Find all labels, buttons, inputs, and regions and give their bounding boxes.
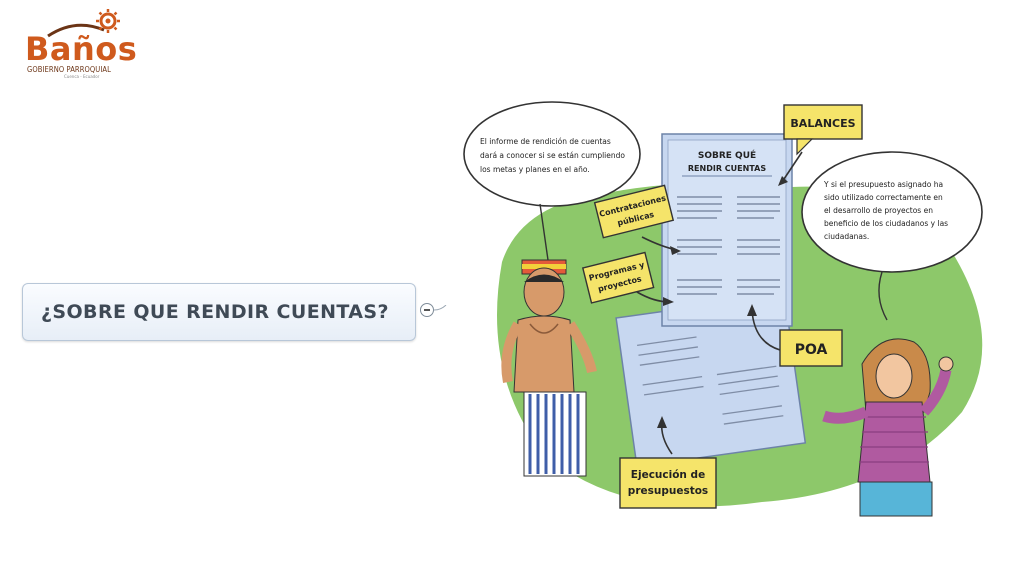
woman-figure: [822, 338, 954, 517]
topic-node[interactable]: ¿SOBRE QUE RENDIR CUENTAS?: [22, 283, 416, 341]
speech-right-line-2: sido utilizado correctamente en: [824, 193, 943, 202]
logo-emblem: [47, 9, 120, 38]
speech-right-line-5: ciudadanas.: [824, 232, 869, 241]
sun-gear-icon: [96, 9, 120, 33]
document-front: SOBRE QUÉ RENDIR CUENTAS: [661, 133, 793, 327]
connector-line: [434, 305, 447, 311]
speech-right-line-1: Y si el presupuesto asignado ha: [823, 180, 943, 189]
ejecucion-line-1: Ejecución de: [631, 469, 705, 481]
poa-text: POA: [795, 342, 828, 358]
man-figure: [501, 259, 597, 477]
illustration-svg: SOBRE QUÉ RENDIR CUENTAS El informe de r…: [463, 101, 983, 517]
speech-left-line-3: los metas y planes en el año.: [480, 165, 590, 174]
speech-bubble-right: Y si el presupuesto asignado ha sido uti…: [801, 151, 983, 321]
label-ejecucion: Ejecución de presupuestos: [619, 416, 717, 509]
logo-place: Cuenca - Ecuador: [64, 74, 100, 79]
speech-right-line-3: el desarrollo de proyectos en: [824, 206, 933, 215]
label-balances: BALANCES: [778, 104, 863, 186]
accountability-illustration: SOBRE QUÉ RENDIR CUENTAS El informe de r…: [462, 92, 990, 522]
label-poa: POA: [747, 304, 843, 367]
minus-circle-icon[interactable]: [420, 303, 434, 317]
label-contrataciones: Contrataciones públicas: [593, 184, 681, 255]
speech-bubble-left: El informe de rendición de cuentas dará …: [463, 101, 641, 261]
logo-wordmark: Baños: [25, 30, 138, 68]
speech-left-line-2: dará a conocer si se están cumpliendo: [480, 151, 625, 160]
ejecucion-line-2: presupuestos: [628, 485, 708, 497]
logo-subtitle: GOBIERNO PARROQUIAL: [27, 65, 112, 74]
speech-right-line-4: beneficio de los ciudadanos y las: [824, 219, 948, 228]
minus-bar: [424, 309, 430, 311]
doc-title-1: SOBRE QUÉ: [698, 149, 756, 161]
doc-title-2: RENDIR CUENTAS: [688, 164, 766, 173]
baños-logo: Baños GOBIERNO PARROQUIAL Cuenca - Ecuad…: [20, 8, 137, 82]
speech-left-line-1: El informe de rendición de cuentas: [480, 137, 611, 146]
topic-title: ¿SOBRE QUE RENDIR CUENTAS?: [41, 301, 389, 323]
balances-text: BALANCES: [790, 117, 855, 130]
label-programas: Programas y proyectos: [581, 251, 674, 306]
